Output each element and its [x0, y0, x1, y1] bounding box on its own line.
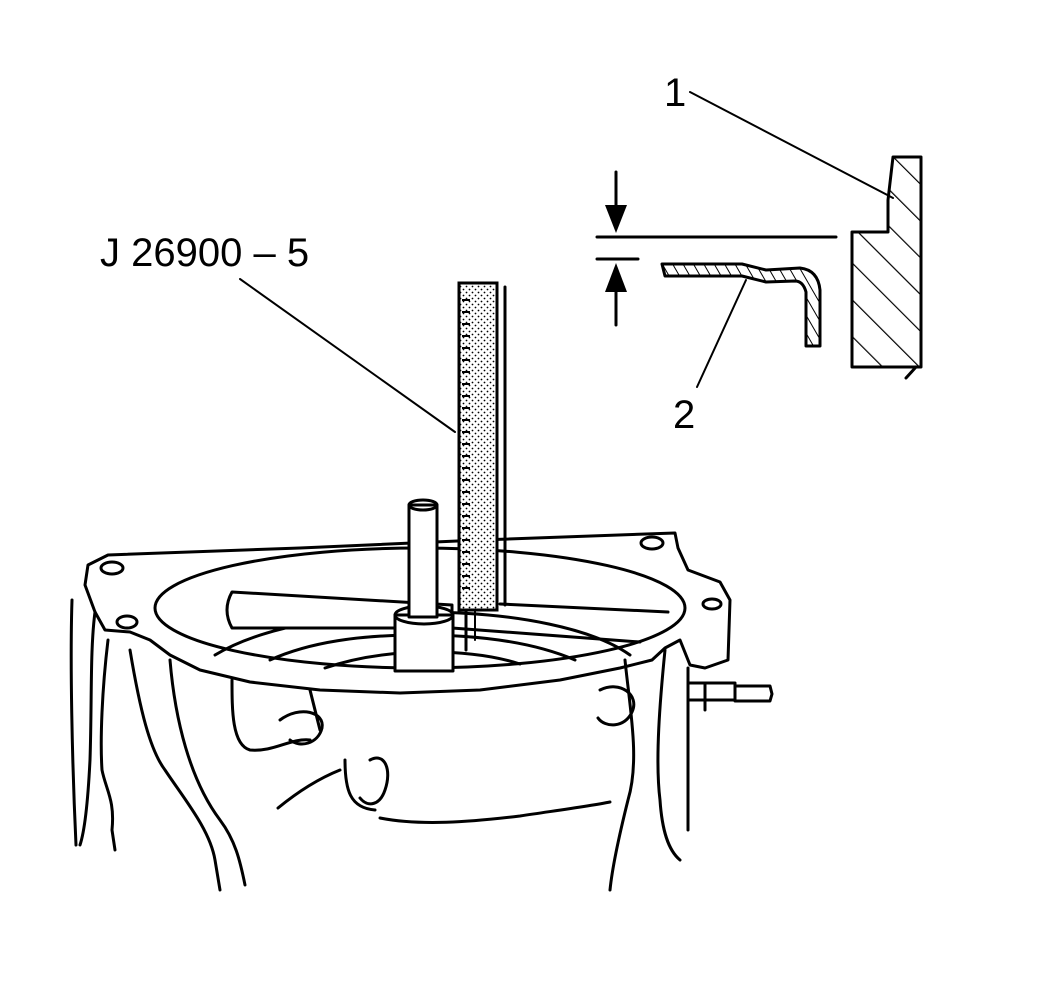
housing-wall-1	[850, 155, 923, 369]
tool-label: J 26900 – 5	[100, 231, 309, 275]
detail-inset	[595, 155, 923, 380]
callout-1-leader	[689, 91, 894, 199]
depth-gauge	[457, 281, 507, 652]
gauge-scale-ticks	[462, 299, 470, 589]
transmission-case	[69, 498, 774, 892]
callout-2-leader	[696, 279, 747, 388]
callout-2-number: 2	[673, 393, 695, 437]
callout-1-number: 1	[664, 71, 686, 115]
spring-plate-2	[660, 262, 822, 348]
tool-leader-line	[239, 278, 456, 433]
callouts: J 26900 – 5 1 2	[100, 71, 894, 437]
